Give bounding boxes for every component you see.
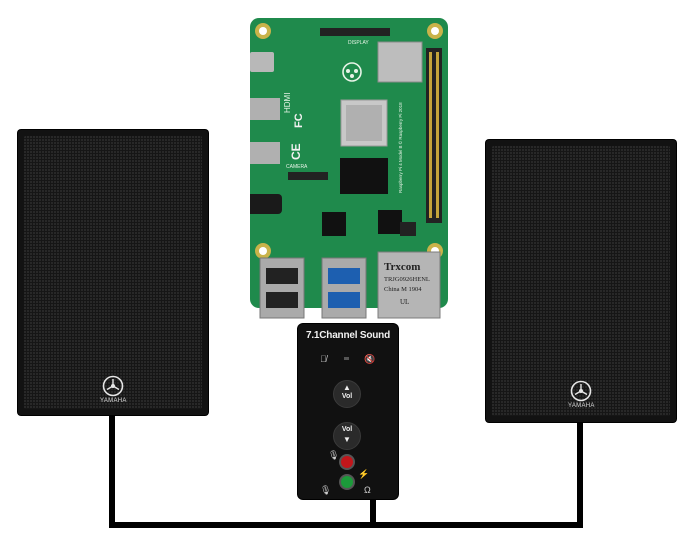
hdmi-silkscreen: HDMI: [283, 93, 292, 113]
audio-jack: [250, 194, 282, 214]
tuning-fork-logo-icon: [102, 375, 124, 397]
raspberry-pi-board: HDMI CE FC DISPLAY CAMERA Raspberry Pi 4…: [250, 18, 448, 319]
speaker-mute-icon[interactable]: 🔇: [364, 354, 376, 364]
speaker-logo: YAMAHA: [568, 380, 594, 409]
ethernet-part-number: TRJG0926HENL: [384, 276, 430, 283]
cable-card-down: [370, 498, 376, 528]
usb-sound-card: 7.1Channel Sound 🎙̸ 🔇 ▲ Vol Vol ▼ 🎙 ⚡ 🎙 …: [298, 324, 398, 499]
ethernet-origin: China M 1904: [384, 286, 422, 293]
mic-symbol-icon: 🎙: [320, 485, 332, 495]
sound-card-title: 7.1Channel Sound: [305, 330, 391, 341]
ethernet-phy-chip: [322, 212, 346, 236]
volume-down-label: Vol: [341, 426, 353, 433]
micro-hdmi-port-1: [250, 142, 280, 164]
headphone-icon: ⚡: [358, 469, 370, 479]
volume-up-button[interactable]: ▲ Vol: [333, 380, 361, 408]
shielding-can: [377, 41, 423, 83]
display-silkscreen: DISPLAY: [348, 40, 369, 46]
cable-left-vertical: [109, 414, 115, 528]
usb-controller-chip: [378, 210, 402, 234]
mic-mute-icon[interactable]: 🎙̸: [320, 354, 327, 364]
speaker-right: YAMAHA: [486, 140, 676, 422]
speaker-logo: YAMAHA: [100, 375, 126, 404]
ul-mark: UL: [400, 298, 409, 306]
tuning-fork-logo-icon: [570, 380, 592, 402]
camera-silkscreen: CAMERA: [286, 164, 308, 170]
cable-right-vertical: [577, 420, 583, 528]
volume-down-icon: ▼: [343, 435, 351, 444]
speaker-left: YAMAHA: [18, 130, 208, 415]
display-connector: [320, 28, 390, 36]
raspberry-logo-icon: [342, 62, 362, 82]
micro-hdmi-port-0: [250, 98, 280, 120]
ram-chip: [340, 158, 388, 194]
cable-bottom-horizontal: [109, 522, 583, 528]
camera-connector: [288, 172, 328, 180]
speaker-brand: YAMAHA: [100, 398, 127, 404]
board-silkscreen: Raspberry Pi 4 Model B © Raspberry Pi 20…: [397, 102, 403, 193]
ethernet-brand: Trxcom: [384, 261, 420, 273]
volume-up-label: Vol: [341, 393, 353, 400]
ethernet-jack: Trxcom TRJG0926HENL China M 1904 UL: [377, 251, 441, 319]
fcc-mark: FC: [293, 113, 305, 128]
usb2-port: [259, 257, 305, 319]
microphone-jack[interactable]: [341, 456, 353, 468]
headphone-symbol-icon: Ω: [364, 485, 371, 495]
speaker-grille: [492, 146, 670, 416]
status-led: [344, 357, 349, 360]
volume-down-button[interactable]: Vol ▼: [333, 422, 361, 450]
ce-mark: CE: [289, 143, 303, 160]
microphone-icon: 🎙: [328, 450, 340, 460]
speaker-grille: [24, 136, 202, 409]
poe-header: [400, 222, 416, 236]
volume-up-icon: ▲: [343, 383, 351, 392]
usb3-port: [321, 257, 367, 319]
headphone-jack[interactable]: [341, 476, 353, 488]
usb-c-port: [250, 52, 274, 72]
gpio-header: [426, 48, 442, 223]
speaker-brand: YAMAHA: [568, 403, 595, 409]
